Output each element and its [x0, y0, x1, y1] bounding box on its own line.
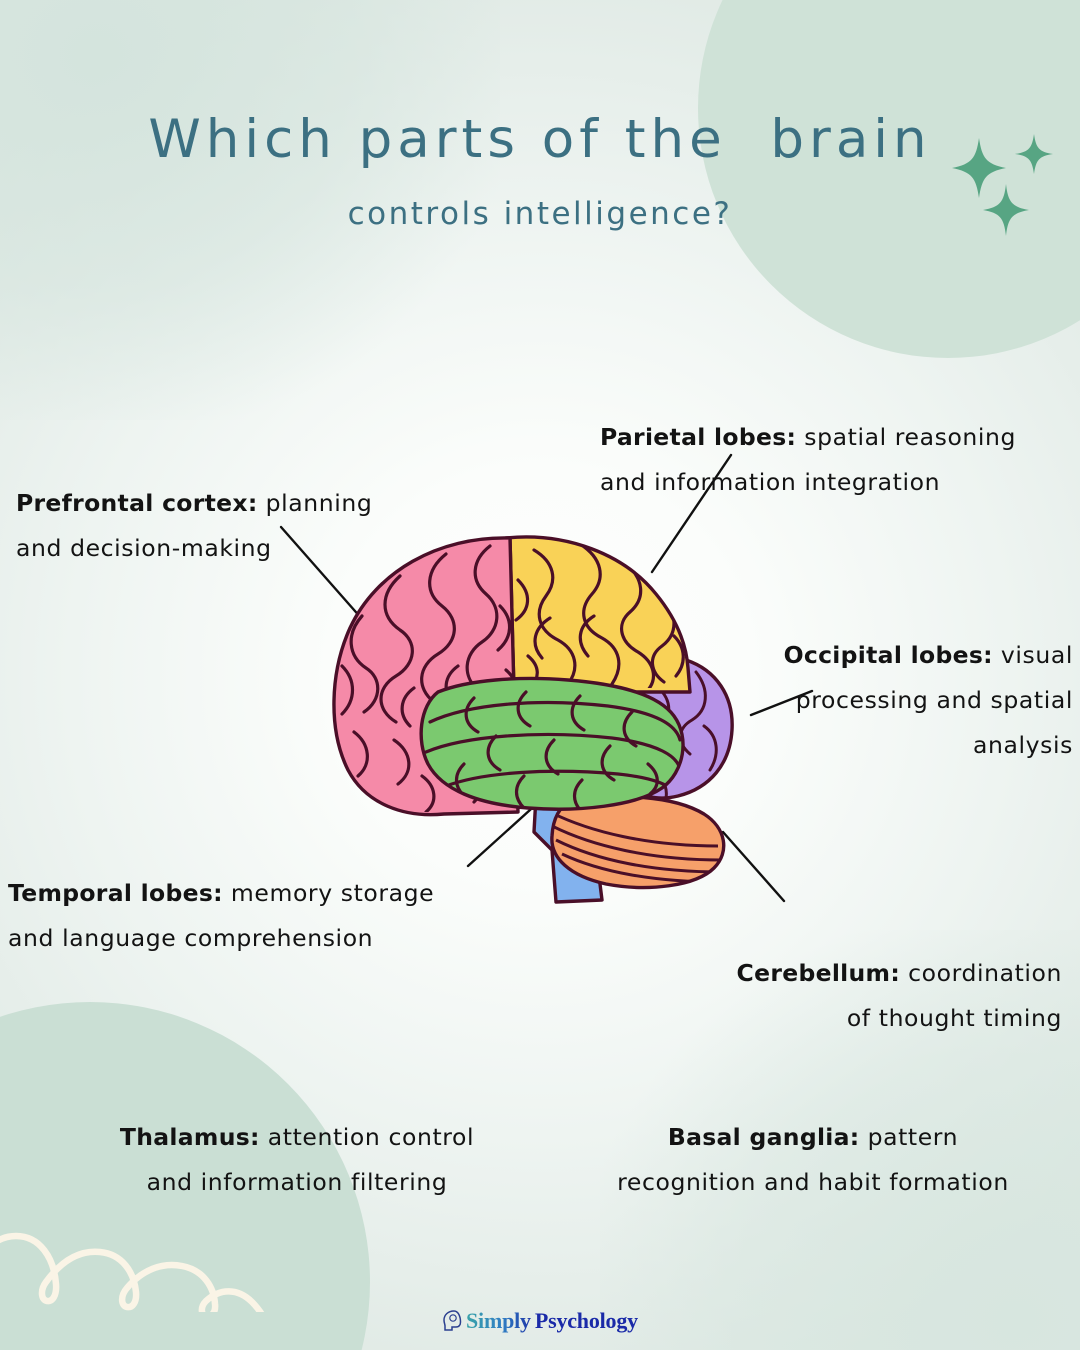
background-corner-top-left [0, 0, 500, 420]
logo-text-psychology: Psychology [534, 1308, 638, 1333]
page-title: Which parts of the brain [148, 109, 932, 170]
label-term-temporal-lobes: Temporal lobes: [8, 879, 223, 908]
sparkle-icon-small [1015, 134, 1053, 174]
decorative-squiggle [0, 1232, 265, 1312]
label-term-cerebellum: Cerebellum: [736, 959, 901, 988]
label-temporal-lobes: Temporal lobes: memory storage and langu… [8, 826, 478, 961]
logo-text-simply: Simply [466, 1308, 531, 1333]
sparkle-icon-large [952, 138, 1006, 198]
label-desc-occipital-lobes: visual processing and spatial analysis [795, 641, 1073, 760]
brain-region-cerebellum [550, 794, 726, 890]
title-block: Which parts of the brain controls intell… [0, 112, 1080, 232]
label-desc-temporal-lobes: memory storage and language comprehensio… [8, 879, 435, 953]
label-term-thalamus: Thalamus: [119, 1123, 260, 1152]
brain-illustration [332, 535, 734, 904]
label-term-occipital-lobes: Occipital lobes: [783, 641, 993, 670]
label-cerebellum: Cerebellum: coordination of thought timi… [690, 906, 1062, 1041]
sparkle-icon-group [952, 134, 1053, 236]
label-desc-parietal-lobes: spatial reasoning and information integr… [600, 423, 1017, 497]
sparkle-icon-medium [983, 184, 1029, 236]
background-corner-bottom-right [600, 930, 1080, 1350]
label-occipital-lobes: Occipital lobes: visual processing and s… [745, 588, 1073, 768]
page-subtitle: controls intelligence? [347, 195, 733, 232]
label-desc-basal-ganglia: pattern recognition and habit formation [617, 1123, 1009, 1197]
label-parietal-lobes: Parietal lobes: spatial reasoning and in… [600, 370, 1072, 505]
label-prefrontal-cortex: Prefrontal cortex: planning and decision… [16, 436, 436, 571]
label-desc-thalamus: attention control and information filter… [146, 1123, 475, 1197]
head-brain-icon [443, 1310, 462, 1331]
label-desc-cerebellum: coordination of thought timing [846, 959, 1062, 1033]
label-thalamus: Thalamus: attention control and informat… [72, 1070, 522, 1205]
label-term-parietal-lobes: Parietal lobes: [600, 423, 797, 452]
label-term-prefrontal-cortex: Prefrontal cortex: [16, 489, 258, 518]
label-term-basal-ganglia: Basal ganglia: [667, 1123, 860, 1152]
label-desc-prefrontal-cortex: planning and decision-making [16, 489, 373, 563]
label-basal-ganglia: Basal ganglia: pattern recognition and h… [578, 1070, 1048, 1205]
